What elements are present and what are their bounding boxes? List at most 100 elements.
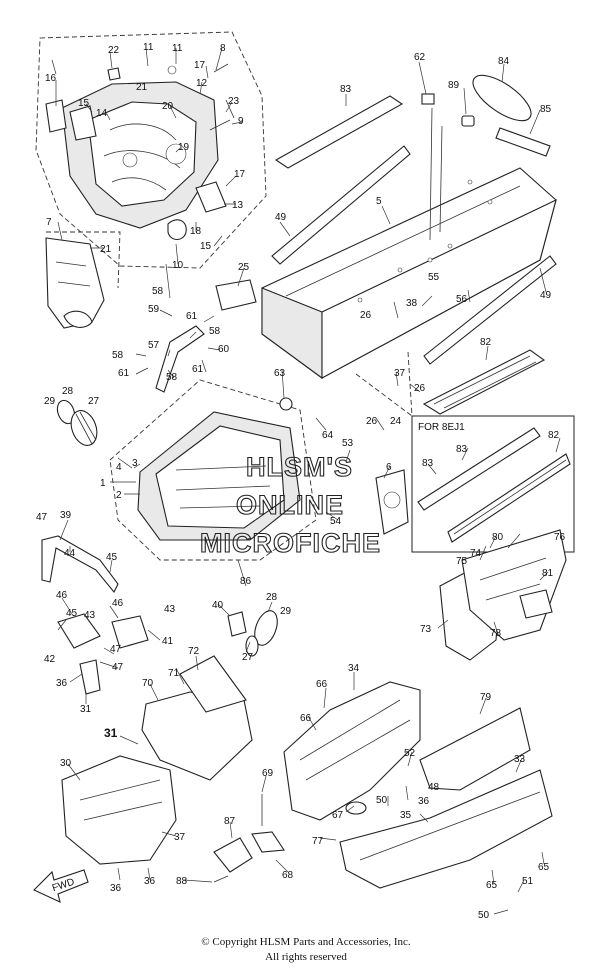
callout-25: 25 (238, 262, 250, 273)
callout-63: 63 (274, 368, 286, 379)
callout-47b: 47 (110, 644, 122, 655)
callout-30: 30 (60, 758, 72, 769)
callout-31b: 31 (104, 726, 118, 740)
callout-28a: 28 (62, 386, 74, 397)
callout-50a: 50 (376, 795, 388, 806)
callout-11b: 11 (172, 43, 183, 54)
callout-87: 87 (224, 816, 236, 827)
mesh-82-lower (422, 349, 546, 415)
callout-21-top: 21 (136, 82, 148, 93)
callout-6: 6 (386, 462, 392, 473)
callout-46a: 46 (56, 590, 68, 601)
callout-58b: 58 (209, 326, 221, 337)
callout-29b: 29 (280, 606, 292, 617)
callout-57: 57 (148, 340, 160, 351)
callout-8: 8 (220, 43, 226, 54)
callout-47c: 47 (112, 662, 124, 673)
callout-68: 68 (282, 870, 294, 881)
callout-29a: 29 (44, 396, 56, 407)
callout-73: 73 (420, 624, 432, 635)
callout-26b: 26 (414, 383, 426, 394)
callout-85: 85 (540, 104, 552, 115)
callout-37b: 37 (174, 832, 186, 843)
callout-78: 78 (490, 628, 502, 639)
tunnel-part-5 (261, 107, 557, 380)
inset-title: FOR 8EJ1 (418, 422, 465, 433)
callout-10: 10 (172, 260, 184, 271)
callout-45a: 45 (106, 552, 118, 563)
callout-83-top: 83 (340, 84, 352, 95)
callout-36c: 36 (144, 876, 156, 887)
callout-36d: 36 (110, 883, 122, 894)
callout-18: 18 (190, 226, 202, 237)
watermark-line-1: HLSM'S (246, 452, 353, 482)
callout-58d: 58 (166, 372, 178, 383)
callout-67: 67 (332, 810, 344, 821)
washer-part-63 (279, 397, 293, 411)
grommet-part-89 (461, 115, 475, 127)
callout-76: 76 (554, 532, 566, 543)
callout-16: 16 (45, 73, 57, 84)
rail-49-upper (271, 145, 411, 265)
callout-61a: 61 (186, 311, 198, 322)
callout-3: 3 (132, 458, 138, 469)
callout-52: 52 (404, 748, 416, 759)
callout-80: 80 (492, 532, 504, 543)
copyright-text: © Copyright HLSM Parts and Accessories, … (201, 936, 411, 948)
callout-11a: 11 (143, 42, 154, 53)
lower-panels-79-33 (339, 707, 553, 889)
callout-55: 55 (428, 272, 440, 283)
callout-36a: 36 (56, 678, 68, 689)
callout-48: 48 (428, 782, 440, 793)
callout-40: 40 (212, 600, 224, 611)
callout-13: 13 (232, 200, 244, 211)
callout-2: 2 (116, 490, 122, 501)
callout-50b: 50 (478, 910, 490, 921)
watermark: HLSM'S ONLINE MICROFICHE (199, 451, 381, 558)
watermark-line-2: ONLINE (236, 490, 344, 520)
callout-83-inset: 83 (456, 444, 468, 455)
callout-46b: 46 (112, 598, 124, 609)
callout-43a: 43 (164, 604, 176, 615)
callout-4: 4 (116, 462, 122, 473)
footer: © Copyright HLSM Parts and Accessories, … (0, 936, 612, 963)
callout-72: 72 (188, 646, 200, 657)
strip-83-upper (274, 95, 404, 169)
callout-35: 35 (400, 810, 412, 821)
callout-61b: 61 (192, 364, 204, 375)
callout-28b: 28 (266, 592, 278, 603)
small-parts-68-69-87-88 (213, 794, 285, 883)
callout-62: 62 (414, 52, 426, 63)
callout-15a: 15 (78, 98, 90, 109)
callout-70: 70 (142, 678, 154, 689)
callout-45b: 45 (66, 608, 78, 619)
callout-49a: 49 (275, 212, 287, 223)
callout-64: 64 (322, 430, 334, 441)
boot-parts-27-28-29-middle (227, 610, 278, 657)
rights-text: All rights reserved (265, 951, 347, 963)
callout-20: 20 (162, 101, 174, 112)
callout-41: 41 (162, 636, 174, 647)
callout-58a: 58 (152, 286, 164, 297)
callout-89: 89 (448, 80, 460, 91)
bracket-7 (45, 231, 121, 329)
boot-parts-27-28-29-left (56, 399, 98, 446)
callout-5: 5 (376, 196, 382, 207)
callout-27a: 27 (88, 396, 100, 407)
callout-34: 34 (348, 663, 360, 674)
callout-83b: 83 (422, 458, 434, 469)
callout-56: 56 (456, 294, 468, 305)
callout-69: 69 (262, 768, 274, 779)
callout-84: 84 (498, 56, 510, 67)
handle-bar-39-44 (41, 535, 119, 594)
callout-31a: 31 (80, 704, 92, 715)
callout-79: 79 (480, 692, 492, 703)
callout-labels: 22 11 11 8 17 16 12 21 15 20 23 14 9 19 … (36, 42, 566, 921)
callout-88: 88 (176, 876, 188, 887)
callout-82-inset: 82 (548, 430, 560, 441)
callout-42: 42 (44, 654, 56, 665)
callout-77: 77 (312, 836, 324, 847)
watermark-line-3: MICROFICHE (200, 528, 381, 558)
callout-53: 53 (342, 438, 354, 449)
